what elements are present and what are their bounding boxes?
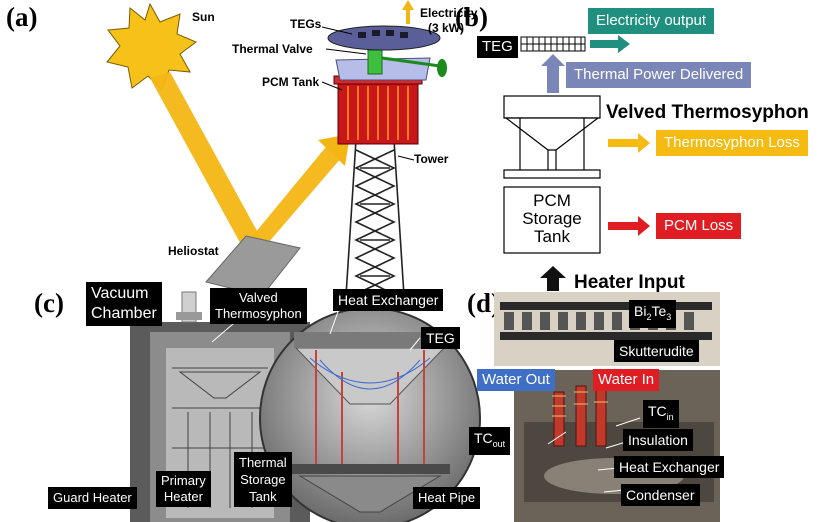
insulation-label: Insulation [623,429,693,451]
pcm-loss-box: PCM Loss [656,213,742,239]
thermal-storage-tank-label: Thermal Storage Tank [234,452,292,507]
heat-pipe-label: Heat Pipe [413,487,481,509]
tower-icon [345,139,405,297]
primary-heater-line-1: Primary [161,473,206,488]
heat-exchanger-label-d: Heat Exchanger [614,456,725,478]
panel-b-schematic [503,35,650,291]
tc-out-base: TC [474,430,493,446]
tc-in-base: TC [648,403,667,419]
panel-a-illustration [106,0,447,297]
pcm-storage-tank-line-1: PCM [533,191,571,210]
tc-out-label: TCout [469,427,511,455]
thermal-valve-icon [335,57,431,81]
tc-in-sub: in [666,411,674,422]
vacuum-chamber-line-2: Chamber [91,305,157,322]
water-in-label: Water In [593,369,660,391]
thermal-storage-tank-line-2: Storage [240,472,286,487]
valved-thermosyphon-label: Valved Thermosyphon [210,288,307,324]
thermal-power-arrow-icon [541,54,565,93]
panel-c-letter: (c) [34,288,64,318]
label-heliostat: Heliostat [168,244,219,258]
label-thermal-valve: Thermal Valve [232,42,313,56]
label-pcm-tank: PCM Tank [262,75,320,89]
bi2te3-mid: Te [651,303,667,319]
bi2te3-label: Bi2Te3 [629,300,677,328]
bi2te3-sub-1: 2 [646,311,652,322]
electricity-arrow-icon [402,0,414,24]
pcm-loss-arrow-icon [608,216,650,236]
teg-label: TEG [477,36,518,58]
teg-disk-icon [327,25,441,51]
bi2te3-base: Bi [634,303,647,319]
label-sun: Sun [192,10,215,24]
pcm-tank-icon [333,75,423,145]
valved-thermosyphon-line-1: Valved [238,290,278,305]
sun-icon [106,2,197,91]
water-out-label: Water Out [477,369,555,391]
valved-thermosyphon-line-2: Thermosyphon [215,306,302,321]
panel-a-letter: (a) [6,2,38,32]
heat-exchanger-label-c: Heat Exchanger [333,289,444,311]
tc-in-label: TCin [643,400,679,428]
pcm-storage-tank-line-3: Tank [534,227,570,246]
pcm-storage-tank-label: PCM Storage Tank [504,192,600,246]
vacuum-chamber-label: Vacuum Chamber [86,282,162,326]
pcm-storage-tank-line-2: Storage [522,209,582,228]
teg-module-icon [520,36,586,52]
electricity-output-box: Electricity output [588,8,715,34]
reflected-ray [246,142,348,250]
skutterudite-label: Skutterudite [614,340,699,362]
heliostat-icon [205,235,301,297]
label-electricity: Electricity [420,6,478,20]
thermosyphon-icon [503,95,601,179]
condenser-label: Condenser [621,484,700,506]
primary-heater-label: Primary Heater [156,471,211,507]
guard-heater-label: Guard Heater [48,487,137,509]
primary-heater-line-2: Heater [163,489,203,504]
tc-out-sub: out [492,438,506,449]
thermal-power-delivered-box: Thermal Power Delivered [566,62,752,88]
thermosyphon-loss-arrow-icon [608,133,650,153]
thermal-storage-tank-line-1: Thermal [239,455,287,470]
heater-input-arrow-icon [540,266,566,291]
heater-input-label: Heater Input [574,272,685,293]
electricity-output-arrow-icon [590,35,630,53]
bi2te3-sub-2: 3 [666,311,672,322]
incident-ray [150,72,262,250]
vacuum-chamber-line-1: Vacuum [91,285,149,302]
pcm-storage-tank-box [503,186,601,254]
thermal-storage-tank-line-3: Tank [249,489,277,504]
label-power: (3 kW) [428,21,464,35]
velved-thermosyphon-label: Velved Thermosyphon [606,102,809,123]
thermosyphon-loss-box: Thermosyphon Loss [656,130,808,156]
label-tegs: TEGs [290,17,322,31]
teg-label-c: TEG [421,327,460,349]
label-tower: Tower [414,152,449,166]
panel-b-letter: (b) [455,2,488,32]
